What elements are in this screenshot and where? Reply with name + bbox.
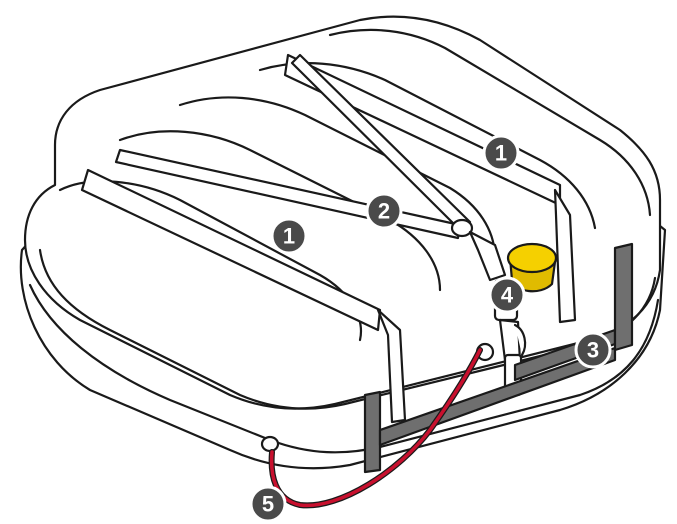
strap-1-left (80, 168, 407, 424)
callout-5: 5 (249, 485, 287, 523)
callout-1-left: 1 (270, 217, 308, 255)
callout-label: 5 (262, 492, 274, 517)
lid-ridge-3 (178, 96, 497, 260)
tank-base-line (28, 283, 660, 454)
callout-label: 3 (587, 338, 599, 363)
lid-ridge-2 (118, 130, 442, 292)
callout-label: 1 (283, 224, 295, 249)
callout-label: 4 (501, 283, 514, 308)
callout-label: 2 (378, 199, 390, 224)
callout-3: 3 (574, 331, 612, 369)
drain-fitting (260, 435, 280, 453)
callout-2: 2 (365, 192, 403, 230)
callout-1-right: 1 (482, 134, 520, 172)
callout-4: 4 (488, 276, 526, 314)
lid-ridge-5 (328, 28, 652, 217)
callout-label: 1 (495, 141, 507, 166)
